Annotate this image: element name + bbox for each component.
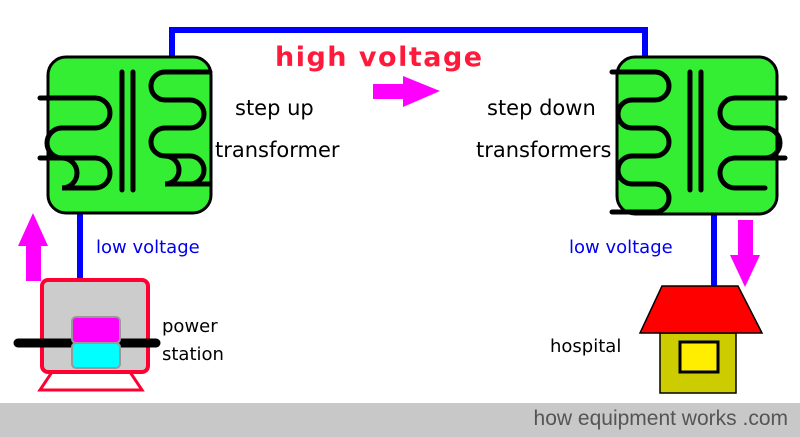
step-down-label-line2: transformers: [476, 138, 611, 162]
footer-bar: how equipment works .com: [0, 403, 800, 437]
power-station-icon: [13, 278, 161, 392]
step-up-transformer-icon: [37, 55, 213, 215]
power-station-label: power: [162, 316, 218, 337]
down-arrow-icon: [730, 220, 760, 287]
high-voltage-wire: [169, 27, 648, 60]
hospital-label: hospital: [550, 336, 621, 357]
high-voltage-label: high voltage: [275, 42, 484, 73]
arrows: [18, 76, 760, 287]
step-down-label: step down: [487, 96, 596, 120]
right-arrow-icon: [373, 76, 440, 107]
power-station-label-line2: station: [162, 344, 224, 365]
low-voltage-label-right: low voltage: [569, 237, 673, 258]
low-voltage-label-left: low voltage: [96, 237, 200, 258]
footer-credit: how equipment works .com: [533, 407, 788, 430]
step-up-label: step up: [235, 96, 314, 120]
hospital-icon: [638, 285, 764, 394]
step-up-label-line2: transformer: [215, 138, 340, 162]
step-down-transformer-icon: [609, 55, 788, 216]
up-arrow-icon: [18, 213, 48, 281]
